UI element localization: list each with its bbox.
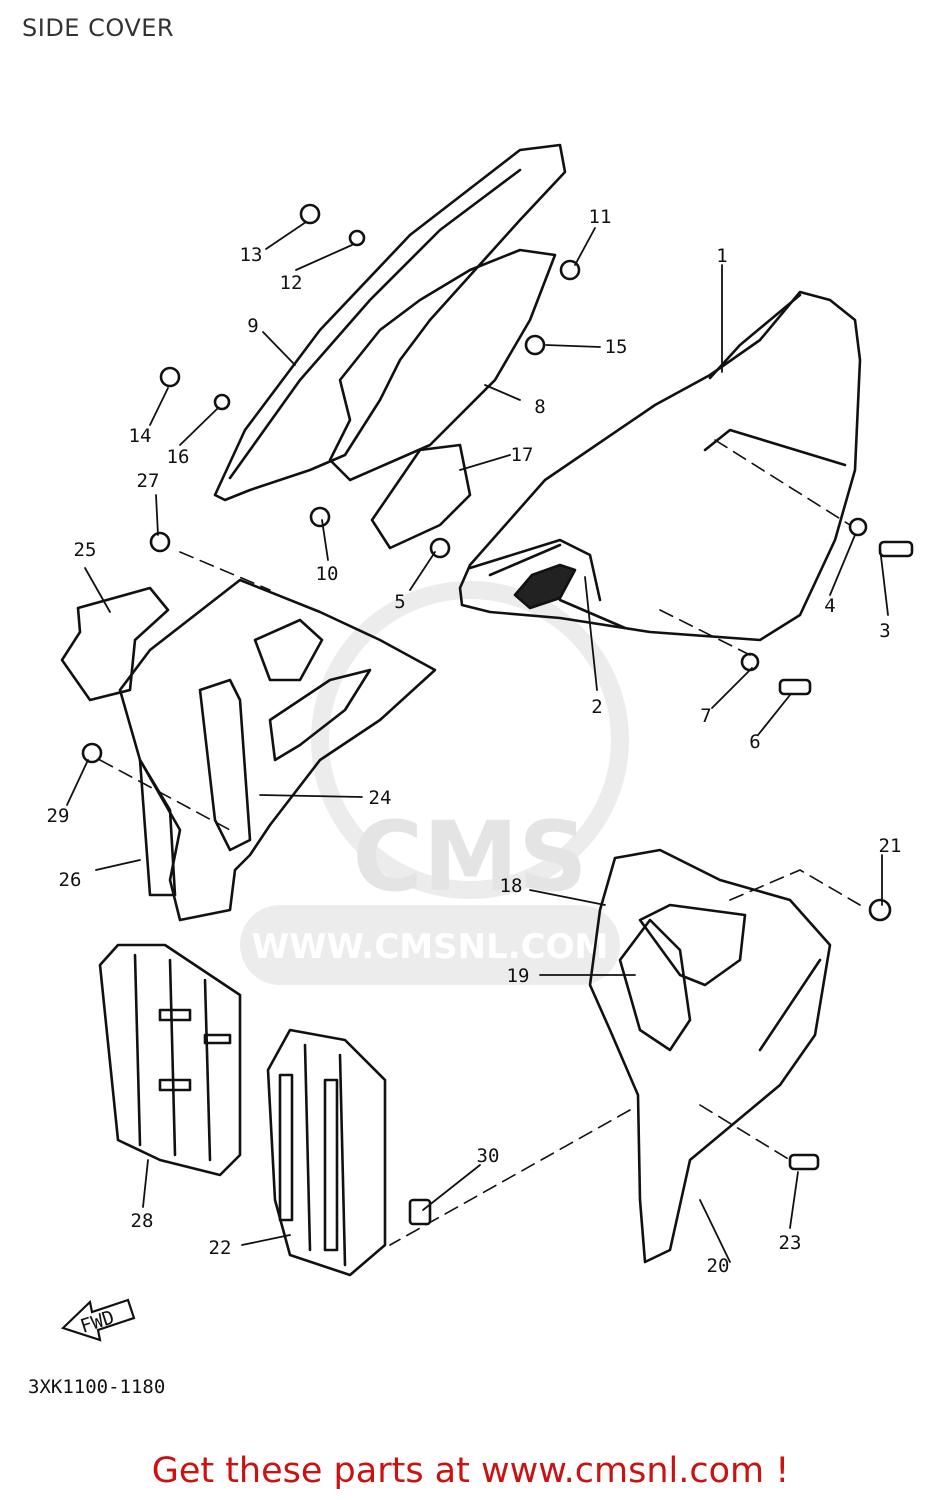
leader-lines: [66, 221, 889, 1263]
fasteners: [81, 203, 914, 1226]
fwd-label: FWD: [78, 1306, 117, 1338]
callout-15: 15: [605, 336, 628, 358]
watermark-pill: [240, 905, 620, 985]
part-2-emblem[interactable]: [513, 563, 577, 610]
callout-29: 29: [47, 805, 70, 827]
callout-30: 30: [477, 1145, 500, 1167]
callout-1: 1: [716, 245, 727, 267]
get-parts-link[interactable]: Get these parts at www.cmsnl.com !: [151, 1451, 790, 1491]
callout-13: 13: [240, 244, 263, 266]
part-25-guard[interactable]: [60, 586, 170, 702]
callout-28: 28: [131, 1210, 154, 1232]
callout-27: 27: [137, 470, 160, 492]
parts-diagram: CMS WWW.CMSNL.COM: [28, 143, 914, 1398]
callout-22: 22: [209, 1237, 232, 1259]
part-26-lower-panel[interactable]: [138, 758, 177, 897]
callout-23: 23: [779, 1232, 802, 1254]
watermark-ring: [311, 581, 629, 899]
callout-26: 26: [59, 869, 82, 891]
callout-10: 10: [316, 563, 339, 585]
part-28-radiator-grille[interactable]: [98, 943, 242, 1177]
callout-12: 12: [280, 272, 303, 294]
callout-16: 16: [167, 446, 190, 468]
callout-5: 5: [394, 591, 405, 613]
drawing-code: 3XK1100-1180: [28, 1376, 165, 1398]
callout-21: 21: [879, 835, 902, 857]
part-20-lower-cover[interactable]: [588, 848, 832, 1264]
callout-11: 11: [589, 206, 612, 228]
callout-2: 2: [591, 696, 602, 718]
assembly-lines: [99, 439, 861, 1246]
callout-24: 24: [369, 787, 392, 809]
part-17-decal[interactable]: [370, 443, 472, 550]
callout-labels: 1 2 3 4 5 6 7 8 9 10 11 12 13 14 15 16 1…: [47, 206, 902, 1277]
callout-7: 7: [700, 705, 711, 727]
callout-17: 17: [511, 444, 534, 466]
callout-20: 20: [707, 1255, 730, 1277]
part-9-cover-frame[interactable]: [213, 143, 567, 502]
callout-9: 9: [247, 315, 258, 337]
part-1-side-cover[interactable]: [458, 290, 862, 642]
callout-14: 14: [129, 425, 152, 447]
callout-19: 19: [507, 965, 530, 987]
callout-3: 3: [879, 620, 890, 642]
page-title: SIDE COVER: [22, 14, 175, 42]
callout-18: 18: [500, 875, 523, 897]
part-22-radiator-grille[interactable]: [266, 1028, 387, 1277]
watermark-brand: CMS: [352, 801, 587, 913]
fwd-arrow-icon: FWD: [60, 1298, 136, 1342]
watermark-url: WWW.CMSNL.COM: [252, 927, 609, 967]
callout-25: 25: [74, 539, 97, 561]
watermark: CMS WWW.CMSNL.COM: [240, 581, 629, 985]
callout-8: 8: [534, 396, 545, 418]
callout-4: 4: [824, 595, 835, 617]
callout-6: 6: [749, 731, 760, 753]
